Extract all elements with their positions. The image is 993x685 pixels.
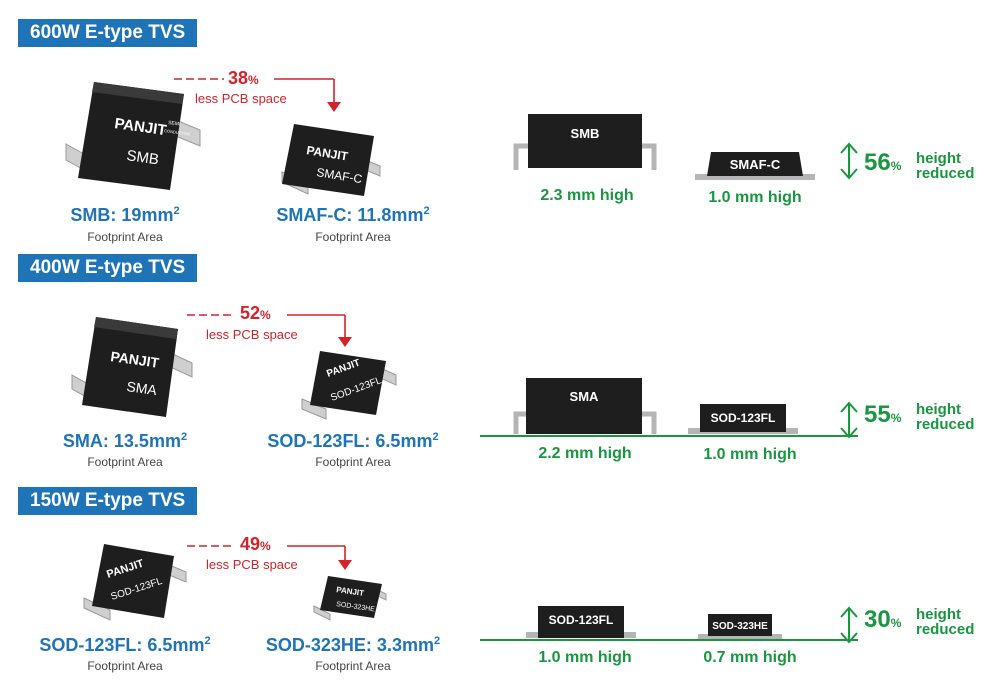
footprint-area-label: Footprint Area: [315, 230, 391, 244]
pcb-reduction-pct: 52%: [240, 303, 271, 323]
height-arrow-icon: [840, 142, 858, 180]
package-label-sod123fl: SOD-123FL: 6.5mm2: [39, 635, 211, 655]
package-label-sod323he: SOD-323HE: 3.3mm2: [265, 635, 441, 655]
package-label-sod123fl: SOD-123FL: 6.5mm2: [267, 431, 439, 451]
side-chip-label: SMB: [571, 126, 600, 141]
less-pcb-space-label: less PCB space: [206, 557, 298, 572]
reduction-arrow: [174, 78, 341, 112]
chip-sod323he-3d: PANJIT SOD-323HE: [313, 576, 387, 621]
chip-sod123fl-3d: PANJIT SOD-123FL: [83, 544, 187, 621]
side-chip-label: SOD-323HE: [712, 621, 768, 632]
package-label-smafc: SMAF-C: 11.8mm2: [276, 205, 430, 225]
footprint-area-label: Footprint Area: [87, 659, 163, 673]
height-label-smb: 2.3 mm high: [540, 187, 634, 204]
footprint-area-label: Footprint Area: [315, 455, 391, 469]
side-chip-label: SOD-123FL: [549, 613, 614, 627]
height-label-sod123fl: 1.0 mm high: [538, 649, 632, 666]
footprint-area-label: Footprint Area: [87, 230, 163, 244]
side-view-smb: SMB: [513, 114, 657, 170]
pcb-reduction-pct: 49%: [240, 534, 271, 554]
reduction-arrow: [187, 545, 352, 570]
chip-sma-3d: PANJIT SMA: [71, 317, 193, 417]
package-label-smb: SMB: 19mm2: [70, 205, 180, 225]
height-arrow-icon: [840, 606, 858, 644]
footprint-area-label: Footprint Area: [315, 659, 391, 673]
height-label-smafc: 1.0 mm high: [708, 189, 802, 206]
height-reduced-badge: 30% height reduced: [864, 606, 975, 638]
height-arrow-icon: [840, 401, 858, 439]
height-label-sod323he: 0.7 mm high: [703, 649, 797, 666]
less-pcb-space-label: less PCB space: [195, 91, 287, 106]
chip-logo-sub: SEMI: [168, 120, 181, 128]
side-view-row-150w: SOD-123FL SOD-323HE: [480, 606, 858, 641]
side-chip-label: SMA: [570, 389, 600, 404]
chip-logo: PANJIT: [336, 585, 365, 598]
height-reduced-badge: 56% height reduced: [864, 149, 975, 182]
chip-sod123fl-3d: PANJIT SOD-123FL: [301, 351, 397, 420]
side-view-smafc: SMAF-C: [695, 152, 815, 180]
chip-smafc-3d: PANJIT SMAF-C: [281, 124, 381, 196]
section-title-150w: 150W E-type TVS: [18, 487, 198, 515]
footprint-area-label: Footprint Area: [87, 455, 163, 469]
height-reduced-badge: 55% height reduced: [864, 401, 975, 433]
section-title-600w: 600W E-type TVS: [18, 19, 198, 47]
reduction-arrow: [187, 314, 352, 347]
chip-smb-3d: PANJIT SEMI CONDUCTOR SMB: [65, 82, 201, 190]
chip-logo-sub2: CONDUCTOR: [164, 128, 190, 137]
section-title-400w: 400W E-type TVS: [18, 254, 198, 282]
chip-body-label: SMA: [126, 378, 159, 398]
less-pcb-space-label: less PCB space: [206, 327, 298, 342]
chip-logo: PANJIT: [110, 348, 161, 371]
chip-logo: PANJIT: [306, 143, 350, 163]
chip-body-label: SMB: [125, 147, 160, 168]
side-chip-label: SMAF-C: [730, 157, 781, 172]
height-label-sod123fl: 1.0 mm high: [703, 446, 797, 463]
package-label-sma: SMA: 13.5mm2: [62, 431, 188, 451]
side-view-row-400w: SMA SOD-123FL: [480, 378, 858, 437]
pcb-reduction-pct: 38%: [228, 68, 259, 88]
side-chip-label: SOD-123FL: [711, 411, 776, 425]
height-label-sma: 2.2 mm high: [538, 445, 632, 462]
